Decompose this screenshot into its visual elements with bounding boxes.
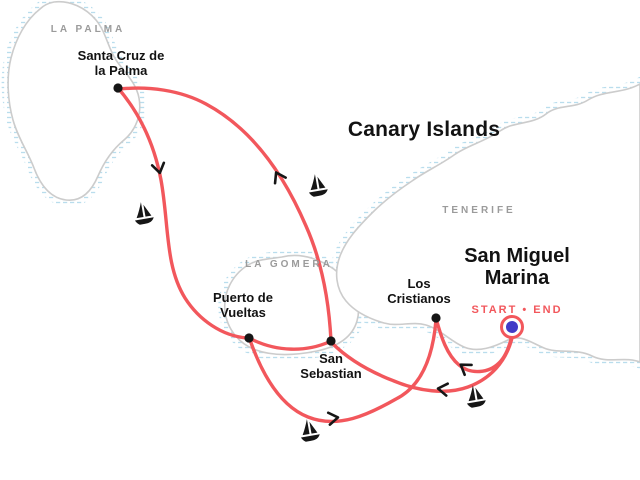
stop-label-santa-cruz: Santa Cruz de la Palma [77,48,165,78]
islands [7,0,640,363]
arrow-icon [273,171,287,185]
stop-label-san-sebastian: San Sebastian [300,351,362,381]
route-segment-sansebastian-santacruz [118,86,333,343]
sailboat-icon [467,385,486,408]
stop-dot-santa-cruz [113,83,123,93]
start-end-badge: START • END [471,304,563,316]
start-end-marker-dot [506,321,518,333]
arrow-icon [459,363,473,377]
route-segment-loscristianos-marina [434,316,513,374]
arrow-icon [436,382,449,397]
arrow-icon [150,161,166,175]
route [116,86,514,424]
route-direction-arrows [150,161,473,426]
island-label-la-gomera: LA GOMERA [245,259,333,270]
island-la-palma [7,0,141,201]
stop-markers [113,83,524,346]
stop-dot-los-cristianos [431,313,441,323]
stop-dot-san-sebastian [326,336,336,346]
island-tenerife [335,83,640,363]
stop-label-puerto-de-vueltas: Puerto de Vueltas [213,290,273,320]
stop-label-san-miguel-marina: San Miguel Marina [464,245,570,289]
stop-dot-puerto-de-vueltas [244,333,254,343]
sailboat-icon [301,419,320,442]
sailboat-icon [135,202,154,225]
route-segment-puertodevueltas-loscristianos [248,318,438,424]
island-label-la-palma: LA PALMA [50,24,126,35]
route-segment-marina-sansebastian [330,336,514,393]
sailboat-icons [135,174,486,442]
route-segment-santacruz-puertodevueltas [116,86,249,340]
sailboat-icon [309,174,328,197]
island-label-tenerife: TENERIFE [442,205,516,216]
arrow-icon [326,411,340,426]
region-title: Canary Islands [347,118,501,141]
route-segment-puertodevueltas-sansebastian [249,337,331,351]
stop-label-los-cristianos: Los Cristianos [387,276,451,306]
